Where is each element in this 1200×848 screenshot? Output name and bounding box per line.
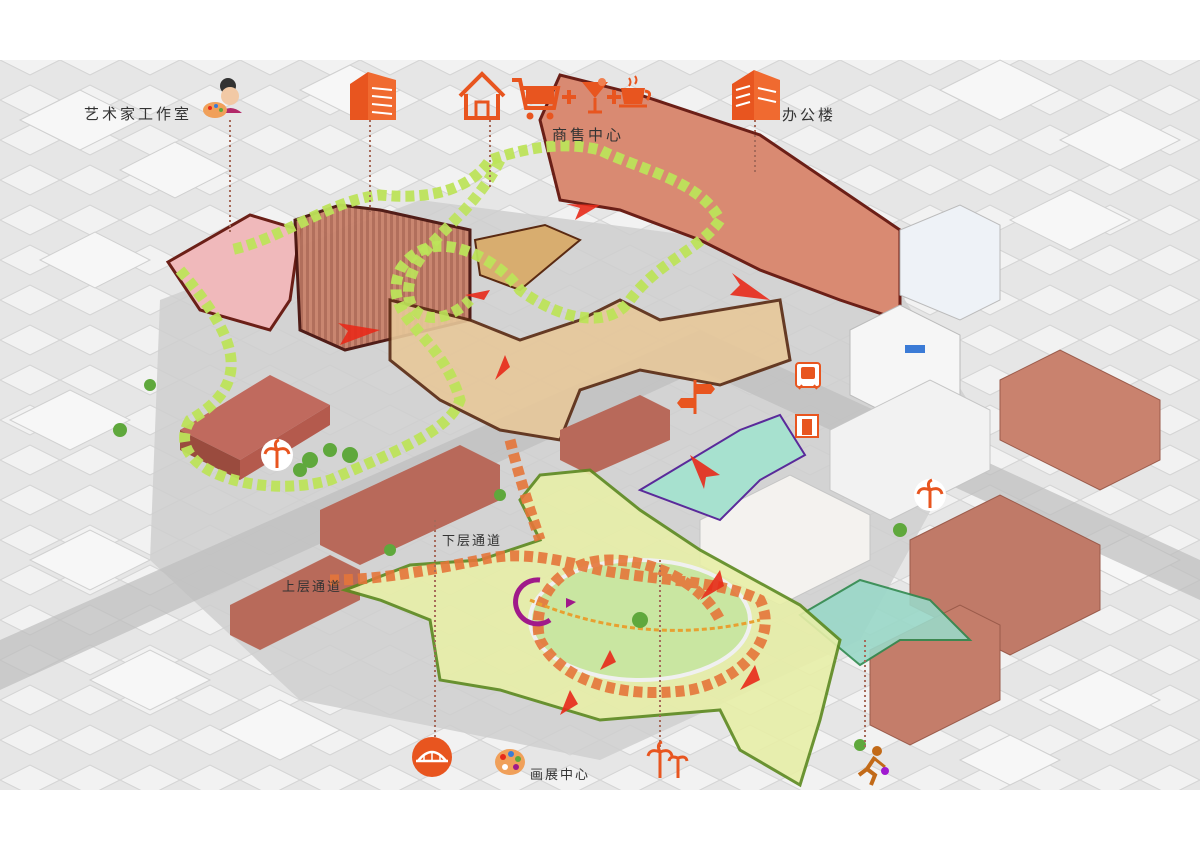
- flow-arrows: [338, 204, 770, 715]
- label-commercial-center: 商售中心: [552, 126, 625, 144]
- shopping-cart-icon: [512, 78, 561, 120]
- plus-icon: [562, 90, 621, 104]
- house-icon: [458, 71, 506, 120]
- train-icon: [795, 362, 821, 390]
- coffee-cup-icon: [619, 75, 652, 108]
- label-upper-passage: 上层通道: [282, 580, 343, 595]
- signpost-icon: [677, 380, 715, 414]
- orange-route: [329, 550, 771, 698]
- road: [0, 330, 1200, 690]
- label-gallery-center: 画展中心: [530, 768, 591, 783]
- pin-lines: [229, 120, 866, 750]
- cyclist-icon: [857, 746, 889, 786]
- office-building-icon: [732, 70, 780, 120]
- palm-tree-icon: [914, 478, 946, 511]
- circular-arrow-icon: [513, 577, 552, 627]
- palette-icon: [203, 102, 227, 118]
- label-lower-passage: 下层通道: [442, 534, 503, 549]
- label-office-building: 办公楼: [782, 106, 837, 124]
- palette-icon: [495, 749, 525, 775]
- label-artist-studio: 艺术家工作室: [84, 105, 193, 123]
- green-route: [175, 140, 727, 492]
- commercial-lower-zone: [388, 298, 792, 442]
- brick-buildings-center: [230, 395, 670, 650]
- cocktail-icon: [582, 78, 608, 114]
- bridge-icon: [412, 737, 452, 777]
- palm-tree-icon: [261, 438, 293, 471]
- trees: [113, 379, 907, 751]
- palm-tree-icon: [646, 740, 689, 778]
- water-garden-zone: [637, 413, 807, 522]
- building-icon: [350, 72, 396, 120]
- pond-zone: [798, 578, 973, 667]
- door-exit-icon: [795, 414, 819, 438]
